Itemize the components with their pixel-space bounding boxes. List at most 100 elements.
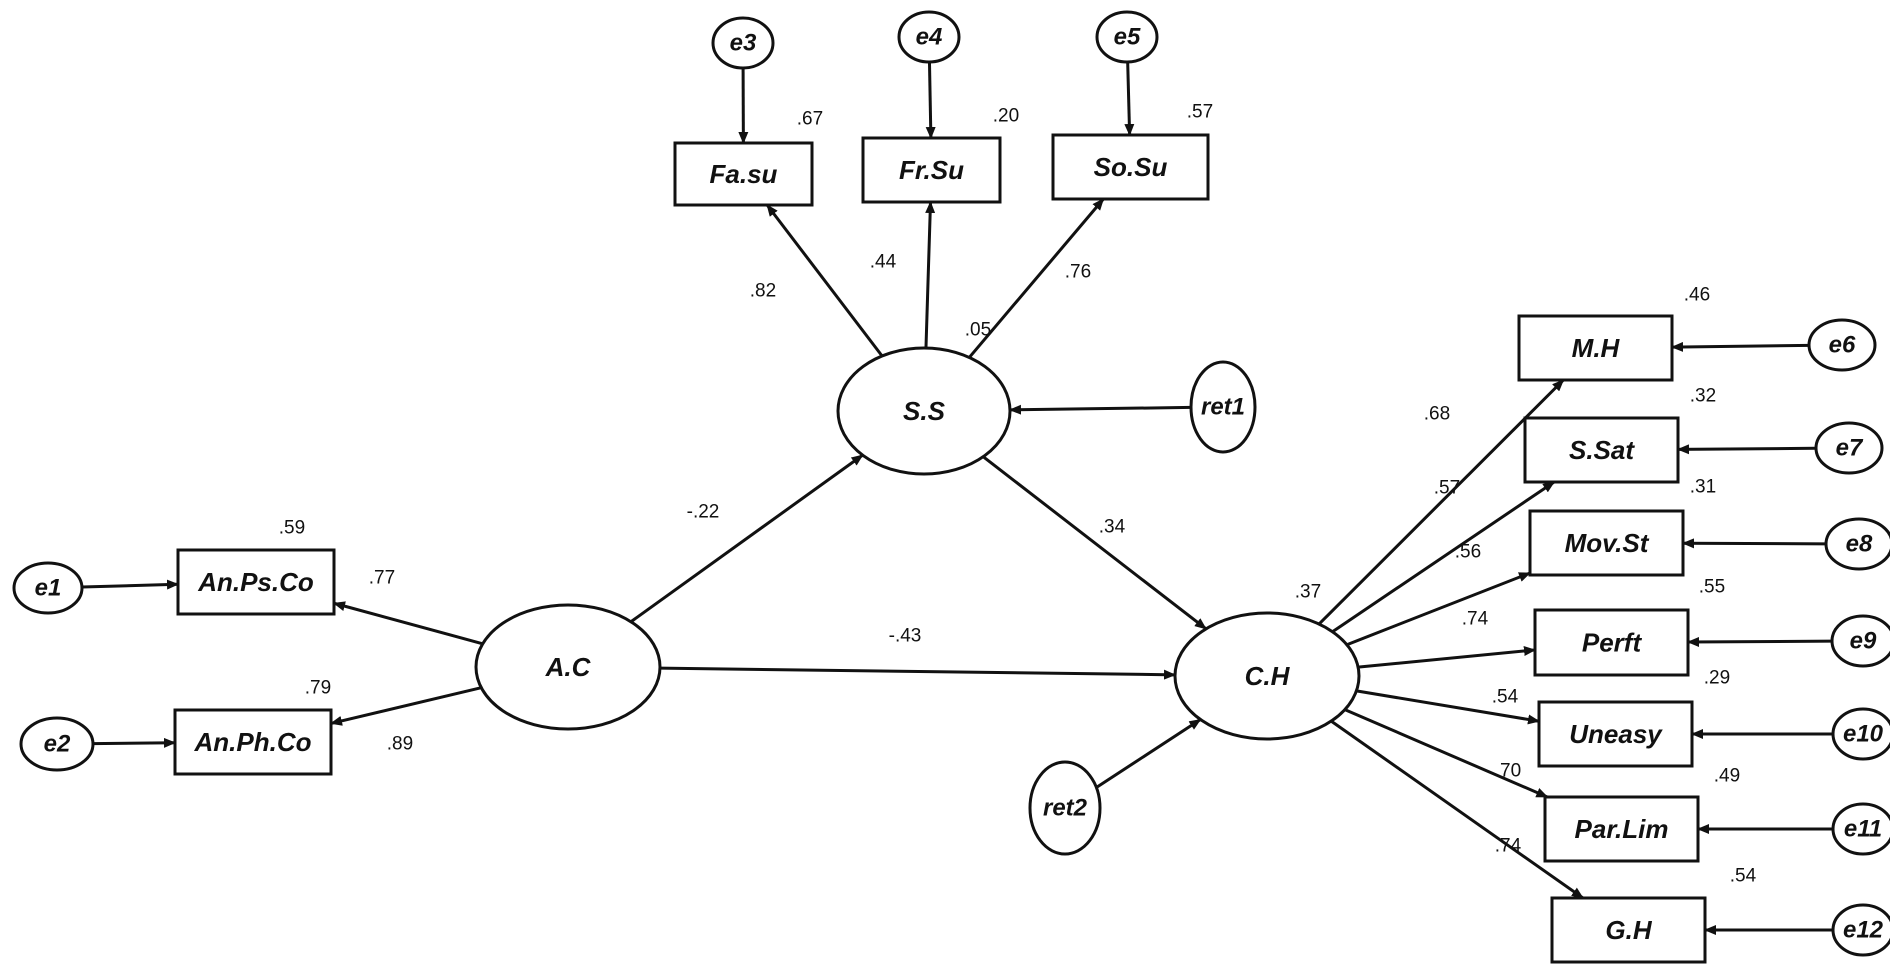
error-term-e9: e9 <box>1830 614 1890 668</box>
rectangle-box <box>176 548 336 616</box>
node-label-ret1: ret1 <box>1201 394 1245 421</box>
path-coefficient-c-h-to-g-h: .74 <box>1495 836 1522 857</box>
ellipse-shape <box>19 716 95 772</box>
rectangle-box <box>1051 133 1210 201</box>
latent-variable-s-s: S.S <box>836 346 1012 476</box>
observed-variable-so-su: So.Su <box>1051 133 1210 201</box>
path-coefficient-s-s-to-fr-su: .44 <box>870 252 897 273</box>
path-arrow-ret2-to-c-h <box>1095 718 1202 789</box>
node-label-uneasy: Uneasy <box>1569 719 1663 749</box>
path-coefficient-c-h-to-mov-st: .56 <box>1455 542 1481 563</box>
rectangle-box <box>1550 896 1707 964</box>
path-arrow-a-c-to-an-ph-co <box>330 686 482 726</box>
path-arrow-c-h-to-perft <box>1357 646 1536 669</box>
path-arrow-c-h-to-g-h <box>1330 719 1584 900</box>
observed-variable-g-h: G.H <box>1550 896 1707 964</box>
rectangle-box <box>1523 416 1680 484</box>
node-label-s-s: S.S <box>903 396 946 426</box>
ellipse-shape <box>1814 421 1884 475</box>
observed-variable-an-ph-co: An.Ph.Co <box>173 708 333 776</box>
rectangle-box <box>673 141 814 207</box>
observed-variable-s-sat: S.Sat <box>1523 416 1680 484</box>
path-arrow-e5-to-so-su <box>1124 61 1135 136</box>
node-label-e12: e12 <box>1843 917 1884 944</box>
observed-variable-fr-su: Fr.Su <box>861 136 1002 204</box>
path-arrow-e4-to-fr-su <box>925 61 936 139</box>
path-coefficient-s-s-to-fa-su: .82 <box>750 281 776 302</box>
path-coefficient-a-c-to-an-ph-co: .89 <box>387 734 413 755</box>
ellipse-shape <box>1095 10 1159 64</box>
path-arrow-a-c-to-c-h <box>659 666 1177 680</box>
node-label-e4: e4 <box>916 24 943 51</box>
residual-term-ret1: ret1 <box>1189 360 1257 454</box>
node-label-e9: e9 <box>1850 628 1877 655</box>
ellipse-shape <box>1831 802 1890 856</box>
node-label-e11: e11 <box>1844 816 1882 843</box>
ellipse-shape <box>897 10 961 64</box>
path-arrow-s-s-to-fa-su <box>765 204 884 357</box>
path-coefficient-c-h-to-perft: .74 <box>1462 609 1489 630</box>
ellipse-shape <box>1807 318 1877 372</box>
observed-variable-perft: Perft <box>1533 608 1690 677</box>
path-coefficient-c-h-to-uneasy: .54 <box>1492 687 1519 708</box>
path-arrow-c-h-to-mov-st <box>1346 571 1531 647</box>
path-arrow-c-h-to-s-sat <box>1331 480 1555 633</box>
rectangle-box <box>861 136 1002 204</box>
ellipse-shape <box>711 16 775 70</box>
error-term-e7: e7 <box>1814 421 1884 475</box>
error-term-e3: e3 <box>711 16 775 70</box>
path-arrow-e2-to-an-ph-co <box>92 737 176 748</box>
path-arrow-c-h-to-par-lim <box>1344 708 1549 799</box>
path-coefficient-s-s-to-c-h: .34 <box>1099 517 1126 538</box>
latent-variable-c-h: C.H <box>1173 611 1361 741</box>
path-arrow-e1-to-an-ps-co <box>81 579 179 590</box>
rectangle-box <box>1533 608 1690 677</box>
path-arrow-c-h-to-m-h <box>1317 378 1565 626</box>
path-arrow-s-s-to-fr-su <box>924 201 936 349</box>
node-label-mov-st: Mov.St <box>1565 528 1650 558</box>
edges-layer <box>81 61 1833 935</box>
path-coefficient-c-h-to-m-h: .68 <box>1424 404 1450 425</box>
labels-layer: .77.89-.22-.43.34.82.44.76.68.57.56.74.5… <box>279 102 1757 887</box>
r-squared-mov-st: .31 <box>1690 477 1716 498</box>
ellipse-shape <box>12 561 84 615</box>
r-squared-fr-su: .20 <box>993 106 1019 127</box>
path-coefficient-s-s-to-so-su: .76 <box>1065 262 1091 283</box>
error-term-e6: e6 <box>1807 318 1877 372</box>
ellipse-shape <box>1189 360 1257 454</box>
error-term-e5: e5 <box>1095 10 1159 64</box>
path-arrow-ret1-to-s-s <box>1008 404 1192 415</box>
node-label-e6: e6 <box>1829 332 1856 359</box>
ellipse-shape <box>1028 760 1102 856</box>
node-label-an-ps-co: An.Ps.Co <box>197 567 314 597</box>
error-term-e11: e11 <box>1831 802 1890 856</box>
node-label-fr-su: Fr.Su <box>899 155 964 185</box>
r-squared-fa-su: .67 <box>797 109 823 130</box>
node-label-so-su: So.Su <box>1094 152 1168 182</box>
node-label-e7: e7 <box>1836 435 1864 462</box>
path-arrow-a-c-to-an-ps-co <box>333 601 484 646</box>
ellipse-shape <box>1830 614 1890 668</box>
observed-variable-an-ps-co: An.Ps.Co <box>176 548 336 616</box>
node-label-ret2: ret2 <box>1043 795 1088 822</box>
path-arrow-e6-to-m-h <box>1671 341 1810 352</box>
observed-variable-mov-st: Mov.St <box>1528 509 1685 577</box>
r-squared-so-su: .57 <box>1187 102 1213 123</box>
error-term-e10: e10 <box>1831 707 1890 761</box>
r-squared-s-sat: .32 <box>1690 386 1716 407</box>
r-squared-m-h: .46 <box>1684 285 1710 306</box>
rectangle-box <box>1537 700 1694 768</box>
node-label-perft: Perft <box>1582 628 1643 658</box>
node-label-e2: e2 <box>44 731 71 758</box>
path-arrow-e8-to-mov-st <box>1682 538 1827 549</box>
path-arrow-s-s-to-c-h <box>982 455 1207 631</box>
latent-variable-a-c: A.C <box>474 603 662 731</box>
error-term-e12: e12 <box>1831 903 1890 957</box>
path-coefficient-c-h-to-par-lim: .70 <box>1495 761 1521 782</box>
observed-variable-m-h: M.H <box>1517 314 1674 382</box>
ellipse-shape <box>1831 707 1890 761</box>
r-squared-c-h: .37 <box>1295 582 1321 603</box>
path-arrow-e7-to-s-sat <box>1677 444 1817 455</box>
node-label-e1: e1 <box>35 575 62 602</box>
